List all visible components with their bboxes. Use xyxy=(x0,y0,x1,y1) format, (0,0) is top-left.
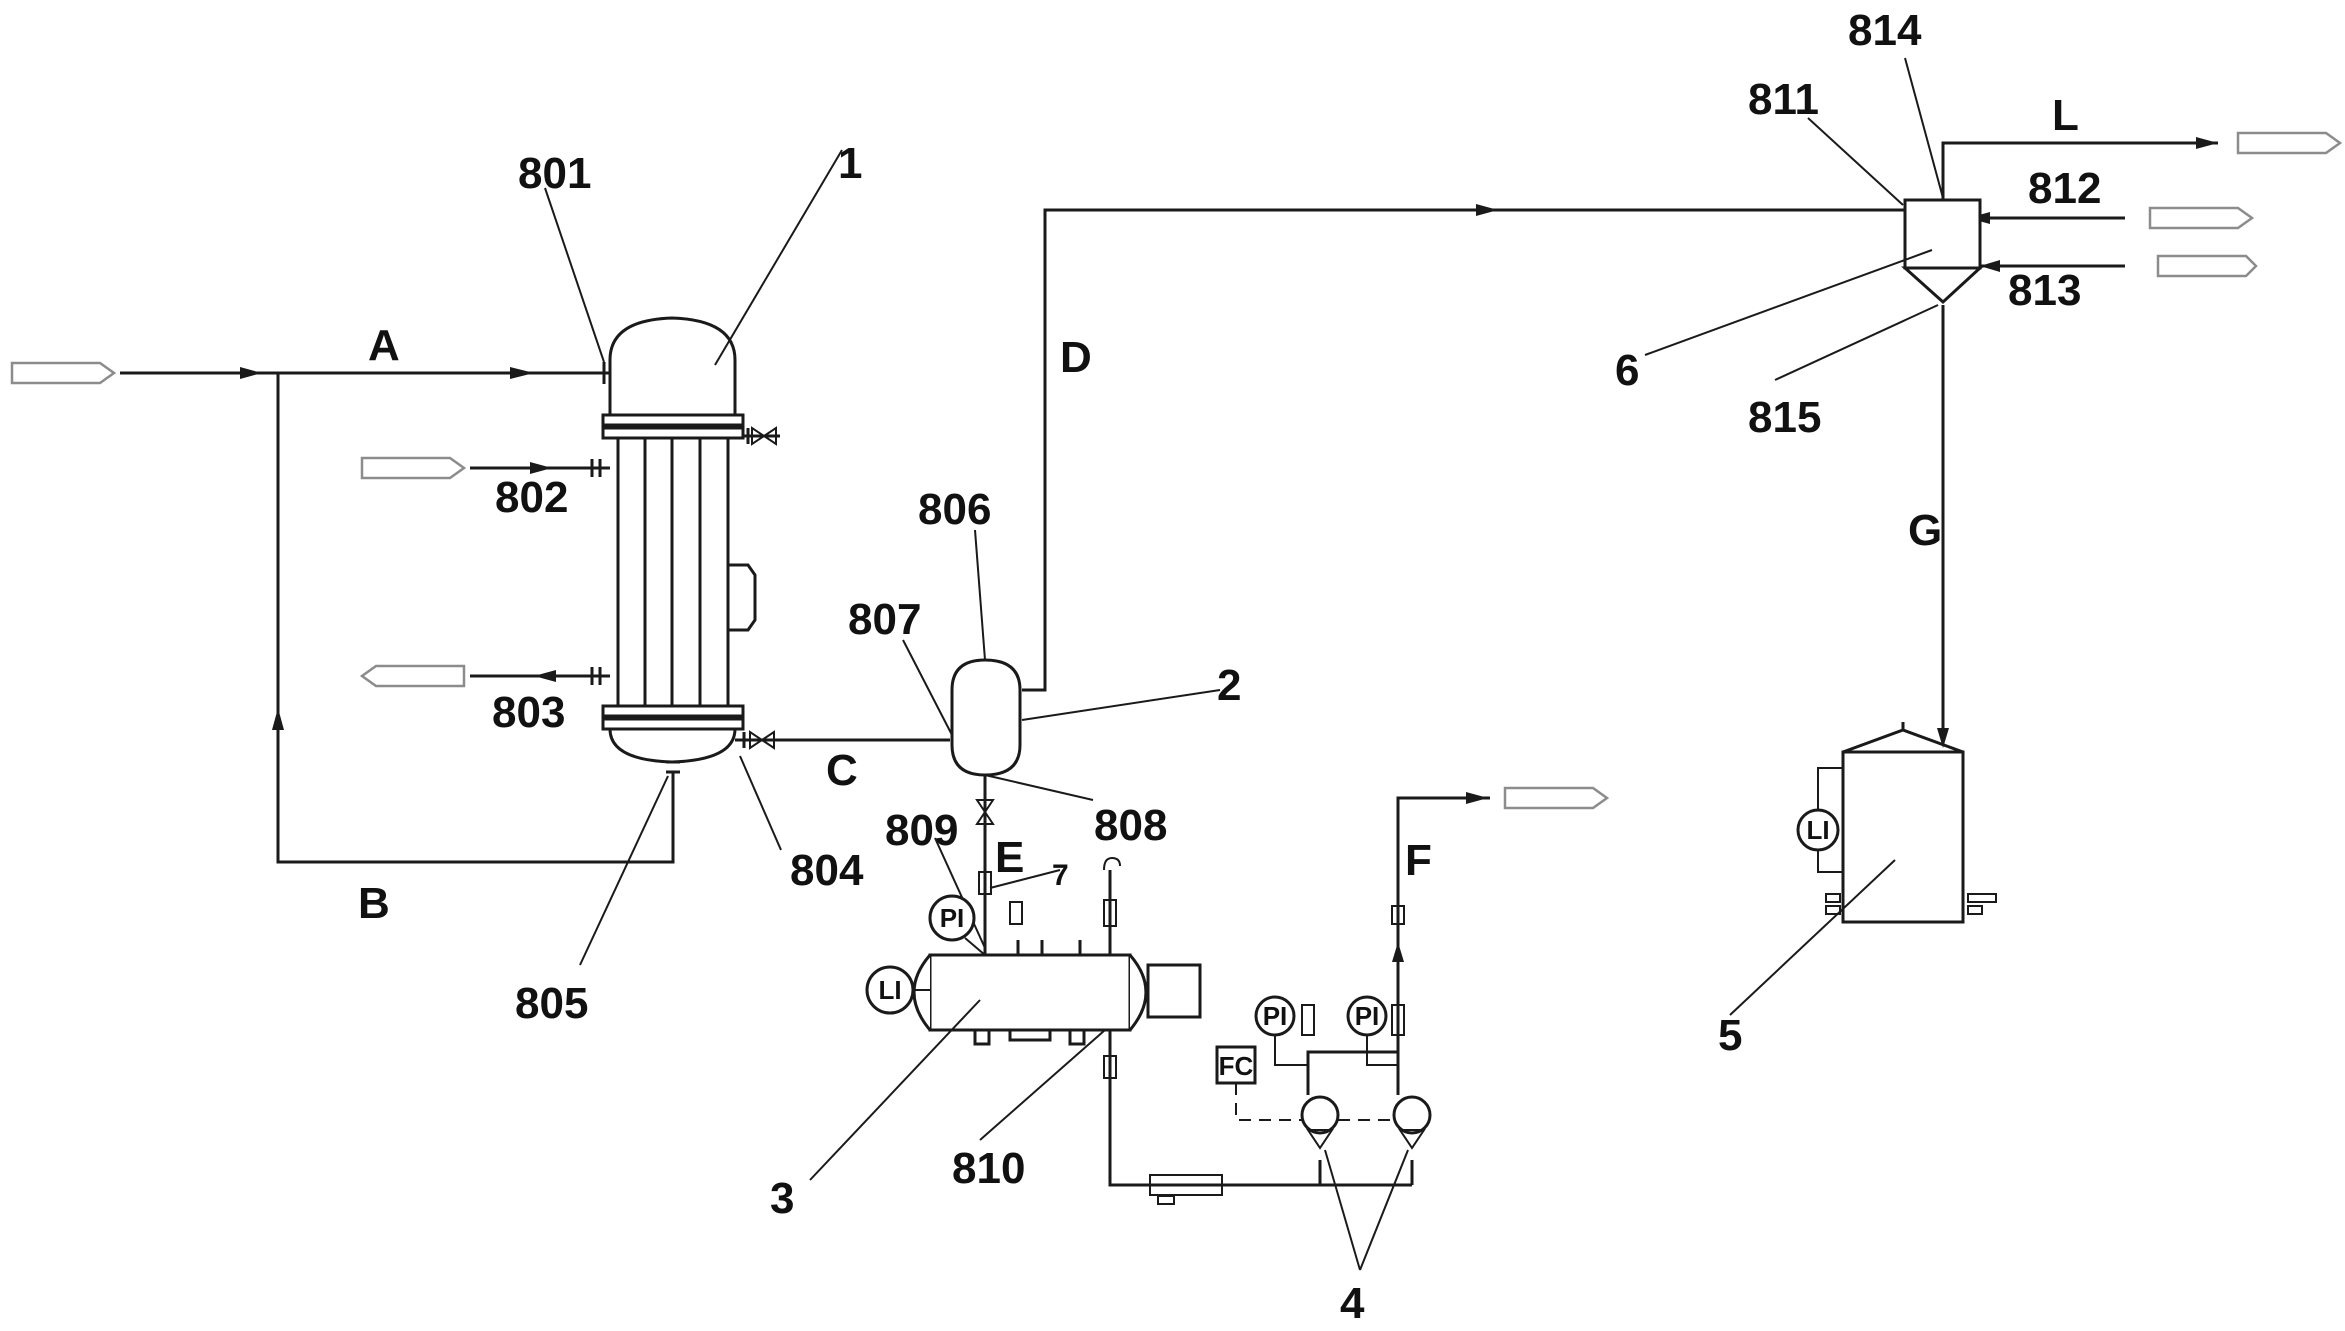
label-805: 805 xyxy=(515,979,588,1028)
pi-gauge-tank3: PI xyxy=(928,894,986,956)
leader-lines xyxy=(544,57,1944,1271)
label-810: 810 xyxy=(952,1144,1025,1193)
pump-4a xyxy=(1300,1095,1340,1150)
pipe-stream-b xyxy=(272,373,675,864)
label-803: 803 xyxy=(492,688,565,737)
label-807: 807 xyxy=(848,595,921,644)
stream-tag-l-outlet xyxy=(2236,131,2343,155)
stream-label-b: B xyxy=(358,879,390,928)
label-1: 1 xyxy=(838,139,862,188)
separator-2 xyxy=(950,658,1022,777)
pipe-812 xyxy=(1965,212,2125,224)
stream-tag-feed-inlet xyxy=(10,361,117,385)
label-804: 804 xyxy=(790,846,864,895)
stream-tag-f-outlet xyxy=(1503,786,1610,810)
stream-tag-803-outlet xyxy=(359,664,466,688)
label-3: 3 xyxy=(770,1174,794,1223)
pipe-813 xyxy=(1978,260,2125,272)
label-806: 806 xyxy=(918,485,991,534)
scrubber-6 xyxy=(1901,198,1984,305)
svg-text:LI: LI xyxy=(878,975,901,1005)
li-indicator-tank5: LI xyxy=(1796,808,1840,852)
svg-text:LI: LI xyxy=(1806,815,1829,845)
label-814: 814 xyxy=(1848,6,1922,55)
label-813: 813 xyxy=(2008,266,2081,315)
svg-text:PI: PI xyxy=(1263,1001,1288,1031)
pump-4b xyxy=(1392,1095,1432,1150)
stream-label-l: L xyxy=(2052,91,2079,140)
stream-tag-802-inlet xyxy=(360,456,467,480)
pipe-stream-d xyxy=(1022,204,1905,692)
pipe-802 xyxy=(470,459,610,477)
pipe-stream-f xyxy=(1301,792,1490,1095)
stream-label-f: F xyxy=(1405,836,1432,885)
pipe-stream-c xyxy=(735,730,950,750)
label-811: 811 xyxy=(1748,75,1819,124)
reactor-1 xyxy=(601,316,757,774)
pipe-stream-l xyxy=(1941,137,2218,200)
pi-gauge-pump4a: PI xyxy=(1254,995,1308,1066)
label-815: 815 xyxy=(1748,393,1821,442)
stream-tag-812-inlet xyxy=(2148,206,2255,230)
stream-label-g: G xyxy=(1908,506,1942,555)
label-801: 801 xyxy=(518,149,591,198)
label-809: 809 xyxy=(885,806,958,855)
label-2: 2 xyxy=(1217,661,1241,710)
label-7: 7 xyxy=(1052,859,1069,892)
stream-label-d: D xyxy=(1060,333,1092,382)
svg-text:PI: PI xyxy=(940,903,965,933)
label-812: 812 xyxy=(2028,164,2101,213)
svg-text:FC: FC xyxy=(1219,1051,1254,1081)
pipe-stream-e xyxy=(975,775,995,955)
li-indicator-tank3: LI xyxy=(865,965,930,1015)
label-808: 808 xyxy=(1094,801,1167,850)
stream-label-a: A xyxy=(368,321,400,370)
fc-controller: FC xyxy=(1215,1045,1394,1121)
label-4: 4 xyxy=(1340,1279,1365,1328)
pipe-pump-suction xyxy=(1318,1160,1414,1185)
pi-gauge-pump4b: PI xyxy=(1346,995,1398,1066)
stream-label-e: E xyxy=(995,833,1024,882)
equipment-labels: 1 2 3 4 5 6 7 801 802 803 804 805 806 80… xyxy=(492,6,2101,1328)
pipe-810 xyxy=(1103,1030,1412,1205)
svg-text:PI: PI xyxy=(1355,1001,1380,1031)
pipe-803 xyxy=(470,667,610,685)
tank-5 xyxy=(1817,722,1997,924)
label-5: 5 xyxy=(1718,1011,1742,1060)
label-802: 802 xyxy=(495,473,568,522)
label-6: 6 xyxy=(1615,346,1639,395)
stream-labels: A B C D E F G L xyxy=(358,91,2079,928)
stream-label-c: C xyxy=(826,746,858,795)
stream-tag-813-inlet xyxy=(2156,254,2258,278)
